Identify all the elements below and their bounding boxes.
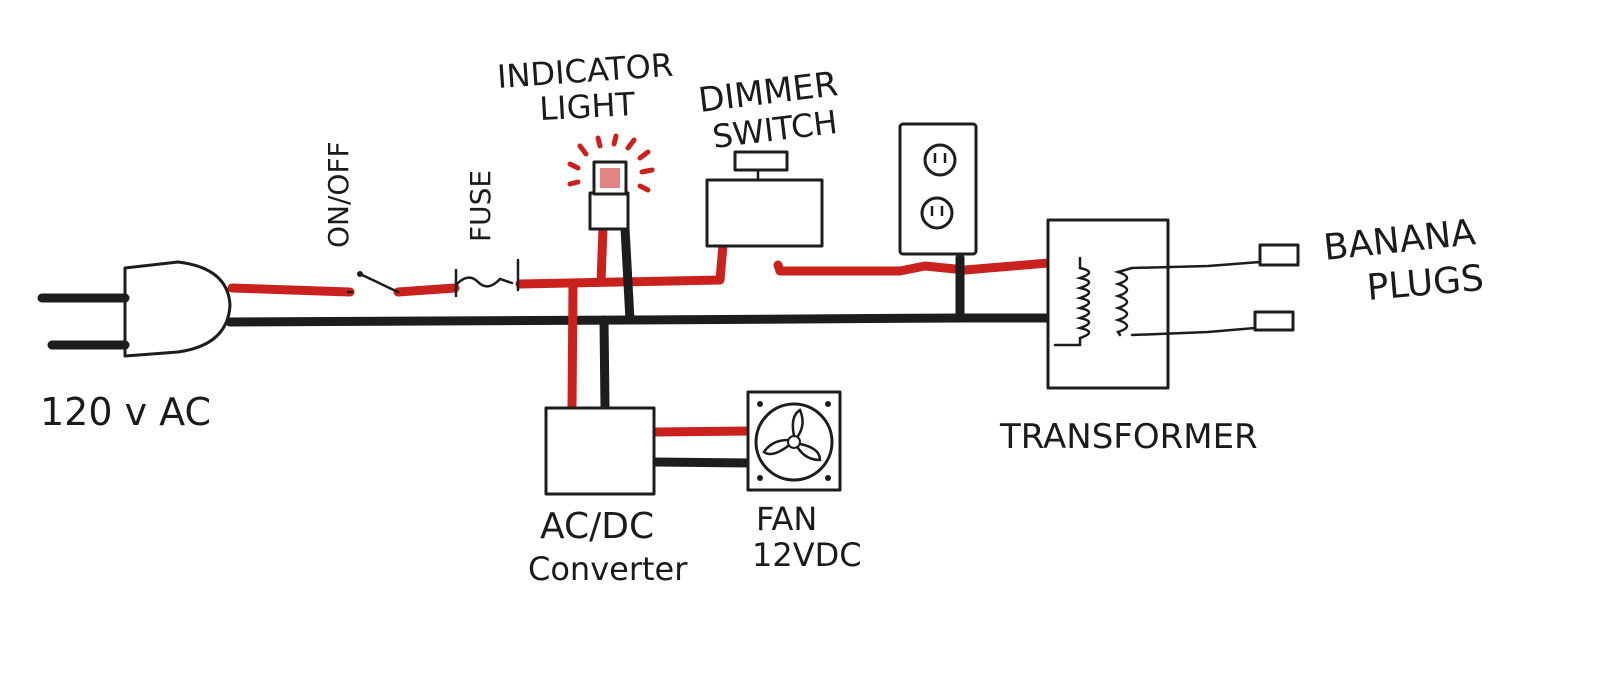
label-fan-line1: FAN [756, 500, 817, 538]
label-converter-line2: Converter [528, 550, 688, 588]
hot-wire-switch-to-fuse [393, 283, 460, 297]
hot-wire-plug-to-switch [227, 283, 355, 297]
transformer-icon [1046, 218, 1262, 390]
label-transformer: TRANSFORMER [999, 417, 1258, 457]
plug-icon [37, 260, 232, 358]
banana-plug-icon [1253, 243, 1300, 332]
label-converter-line1: AC/DC [540, 506, 654, 547]
hot-tap-converter [567, 280, 578, 413]
converter-icon [544, 406, 656, 496]
label-indicator-line2: LIGHT [538, 85, 636, 128]
hot-wire-dimmer-to-transformer [773, 251, 1085, 276]
label-banana-line2: PLUGS [1365, 258, 1485, 309]
hot-tap-indicator [596, 223, 608, 287]
indicator-light-icon [567, 133, 655, 231]
dimmer-switch-icon [705, 150, 824, 248]
fan-wire-black [650, 457, 755, 468]
neutral-tap-indicator [620, 223, 635, 325]
label-switch: ON/OFF [322, 141, 355, 248]
neutral-main-wire [225, 313, 1060, 327]
neutral-tap-converter [599, 315, 610, 413]
label-fan-line2: 12VDC [752, 536, 862, 574]
fuse-icon [454, 258, 520, 298]
outlet-icon [898, 122, 978, 256]
fan-icon [746, 390, 842, 492]
switch-icon [346, 271, 400, 294]
fan-wire-red [650, 426, 755, 437]
hot-wire-fuse-to-dimmer [515, 240, 728, 289]
label-power-source: 120 v AC [40, 390, 211, 434]
label-fuse: FUSE [464, 170, 497, 242]
